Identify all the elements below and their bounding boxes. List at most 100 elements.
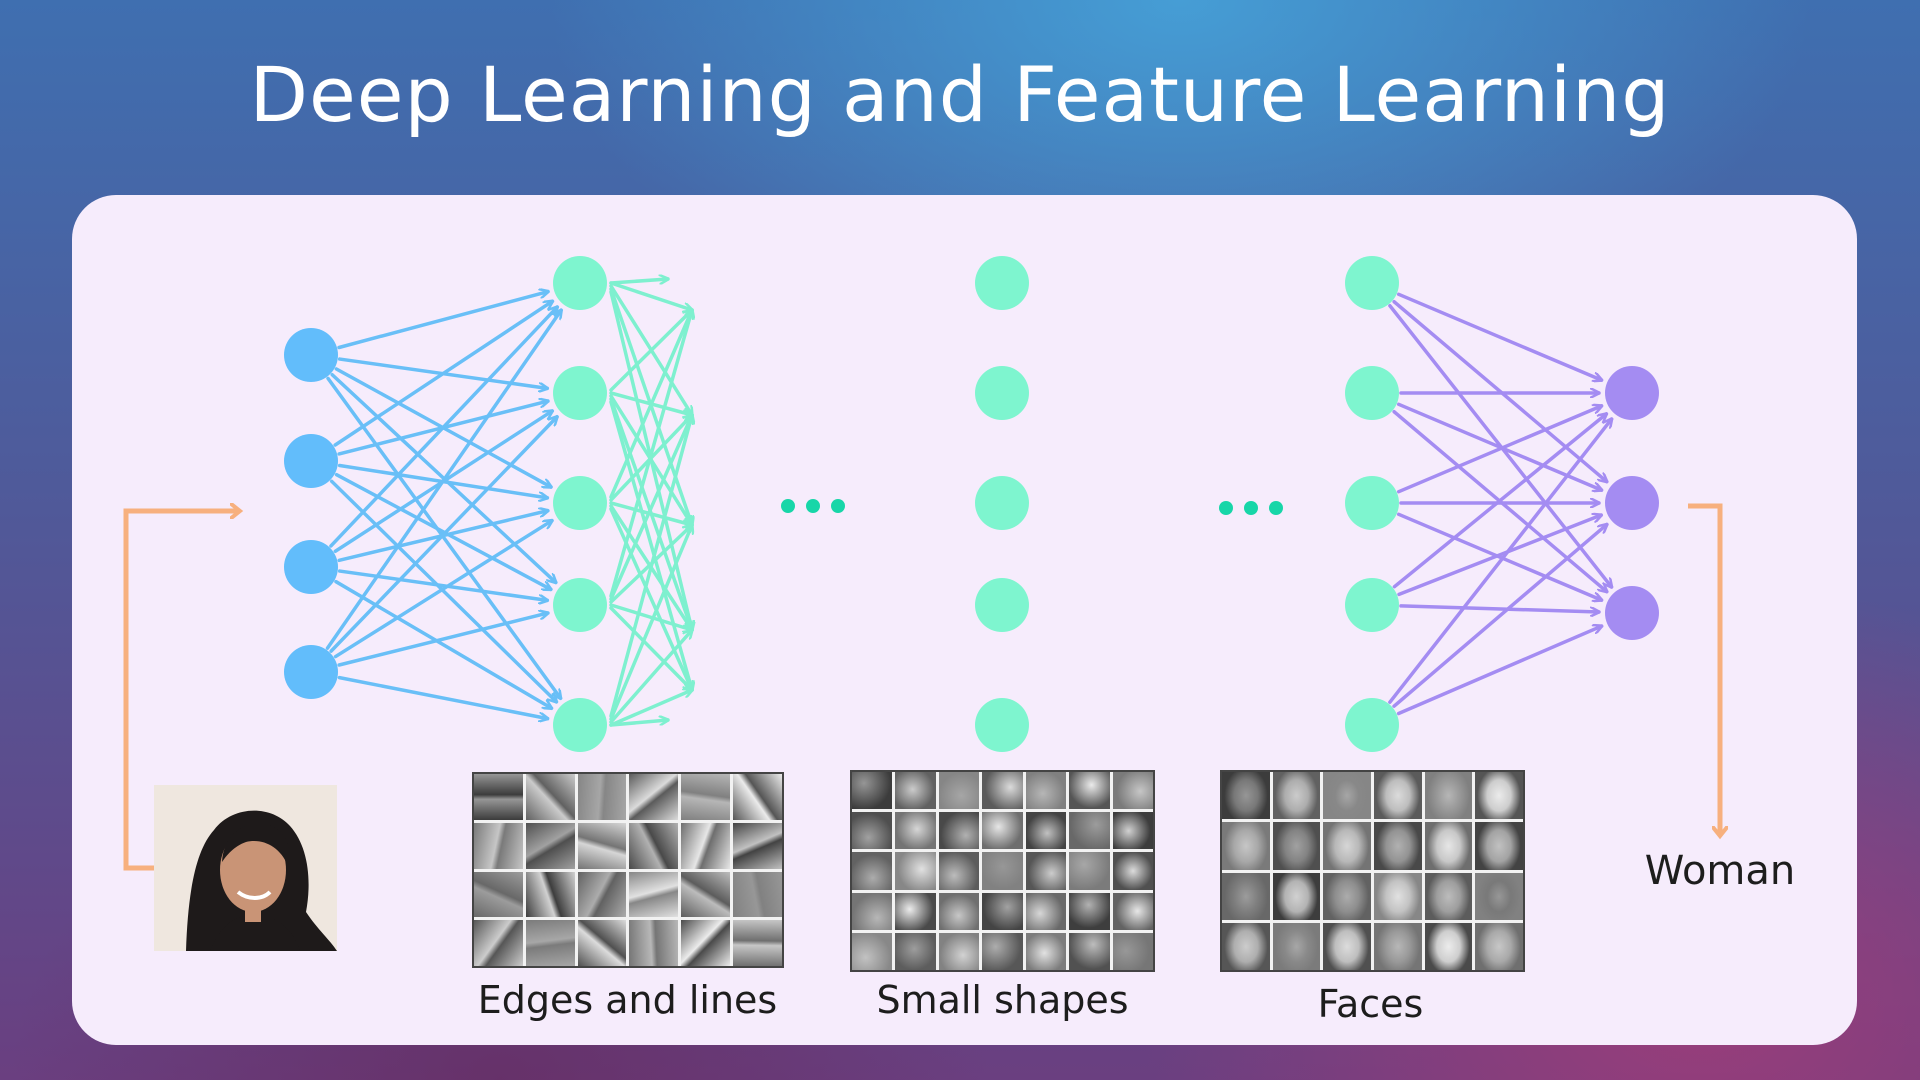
- feature-tile: [577, 920, 627, 966]
- hidden-node: [975, 366, 1029, 420]
- feature-tile: [1272, 772, 1321, 820]
- hidden-node: [1345, 578, 1399, 632]
- feature-tile: [733, 774, 782, 820]
- shapes-feature-grid: [850, 770, 1155, 972]
- feature-tile: [681, 822, 731, 869]
- feature-tile: [1272, 872, 1321, 920]
- connection-line: [609, 690, 692, 727]
- feature-tile: [1323, 822, 1371, 870]
- feature-tile: [525, 774, 575, 820]
- feature-tile: [1272, 822, 1321, 870]
- feature-tile: [852, 772, 893, 810]
- connection-line: [1388, 419, 1612, 704]
- feature-tile: [525, 920, 575, 966]
- output-label: Woman: [1644, 848, 1796, 894]
- connection-line: [1392, 524, 1607, 708]
- feature-tile: [1475, 772, 1523, 820]
- feature-tile: [895, 772, 936, 810]
- feature-tile: [629, 920, 679, 966]
- feature-tile: [577, 774, 627, 820]
- connection-line: [609, 281, 692, 310]
- feature-tile: [1069, 892, 1110, 930]
- feature-tile: [525, 871, 575, 918]
- connection-line: [609, 310, 692, 392]
- feature-tile: [1222, 772, 1270, 820]
- shapes-caption: Small shapes: [876, 978, 1129, 1022]
- feature-tile: [1222, 922, 1270, 970]
- feature-tile: [895, 932, 936, 970]
- feature-tile: [1025, 852, 1067, 890]
- feature-tile: [852, 852, 893, 890]
- feature-tile: [982, 892, 1023, 930]
- feature-tile: [895, 892, 936, 930]
- slide-title: Deep Learning and Feature Learning: [249, 50, 1671, 139]
- connection-line: [329, 417, 557, 653]
- feature-tile: [1112, 892, 1153, 930]
- feature-tile: [681, 920, 731, 966]
- hidden-node: [1345, 476, 1399, 530]
- feature-tile: [1475, 822, 1523, 870]
- feature-tile: [681, 871, 731, 918]
- feature-tile: [1323, 772, 1371, 820]
- output-layer-connections: [1388, 292, 1612, 716]
- feature-tile: [577, 822, 627, 869]
- connection-line: [1396, 406, 1602, 494]
- feature-tile: [1475, 872, 1523, 920]
- hidden-node: [975, 578, 1029, 632]
- feature-tile: [938, 812, 980, 850]
- feature-tile: [852, 892, 893, 930]
- feature-tile: [1025, 812, 1067, 850]
- input-node: [284, 540, 338, 594]
- feature-tile: [474, 774, 523, 820]
- feature-tile: [1272, 922, 1321, 970]
- connection-line: [337, 569, 550, 600]
- connection-line: [609, 310, 692, 598]
- connection-line: [609, 606, 692, 690]
- hidden-node: [553, 476, 607, 530]
- connection-line: [329, 479, 557, 702]
- feature-tile: [1475, 922, 1523, 970]
- feature-tile: [1069, 852, 1110, 890]
- feature-tile: [1025, 932, 1067, 970]
- hidden-node: [975, 698, 1029, 752]
- connection-line: [337, 675, 547, 719]
- feature-tile: [1424, 922, 1473, 970]
- feature-tile: [525, 822, 575, 869]
- hidden-node: [1345, 366, 1399, 420]
- dots-ellipsis-icon: [1219, 501, 1283, 515]
- feature-tile: [474, 871, 523, 918]
- feature-tile: [1025, 772, 1067, 810]
- connection-line: [609, 415, 692, 718]
- hidden-node: [1345, 256, 1399, 310]
- connection-line: [1396, 512, 1602, 600]
- feature-tile: [629, 871, 679, 918]
- feature-tile: [577, 871, 627, 918]
- input-node: [284, 434, 338, 488]
- feature-tile: [938, 932, 980, 970]
- feature-tile: [474, 920, 523, 966]
- feature-tile: [1374, 822, 1422, 870]
- feature-tile: [938, 852, 980, 890]
- connection-line: [1399, 604, 1601, 612]
- feature-tile: [982, 812, 1023, 850]
- connection-line: [609, 630, 692, 724]
- hidden-layer-connections: [609, 279, 692, 727]
- feature-tile: [895, 812, 936, 850]
- feature-tile: [629, 822, 679, 869]
- feature-tile: [474, 822, 523, 869]
- connection-line: [329, 307, 557, 548]
- connection-line: [609, 501, 692, 525]
- hidden-node: [553, 698, 607, 752]
- feature-tile: [1374, 872, 1422, 920]
- feature-tile: [681, 774, 731, 820]
- input-node: [284, 328, 338, 382]
- feature-tile: [1069, 932, 1110, 970]
- feature-tile: [1323, 872, 1371, 920]
- dots-ellipsis-icon: [781, 499, 845, 513]
- connection-line: [333, 521, 553, 659]
- feature-tile: [733, 822, 782, 869]
- output-node: [1605, 476, 1659, 530]
- feature-tile: [938, 772, 980, 810]
- feature-tile: [895, 852, 936, 890]
